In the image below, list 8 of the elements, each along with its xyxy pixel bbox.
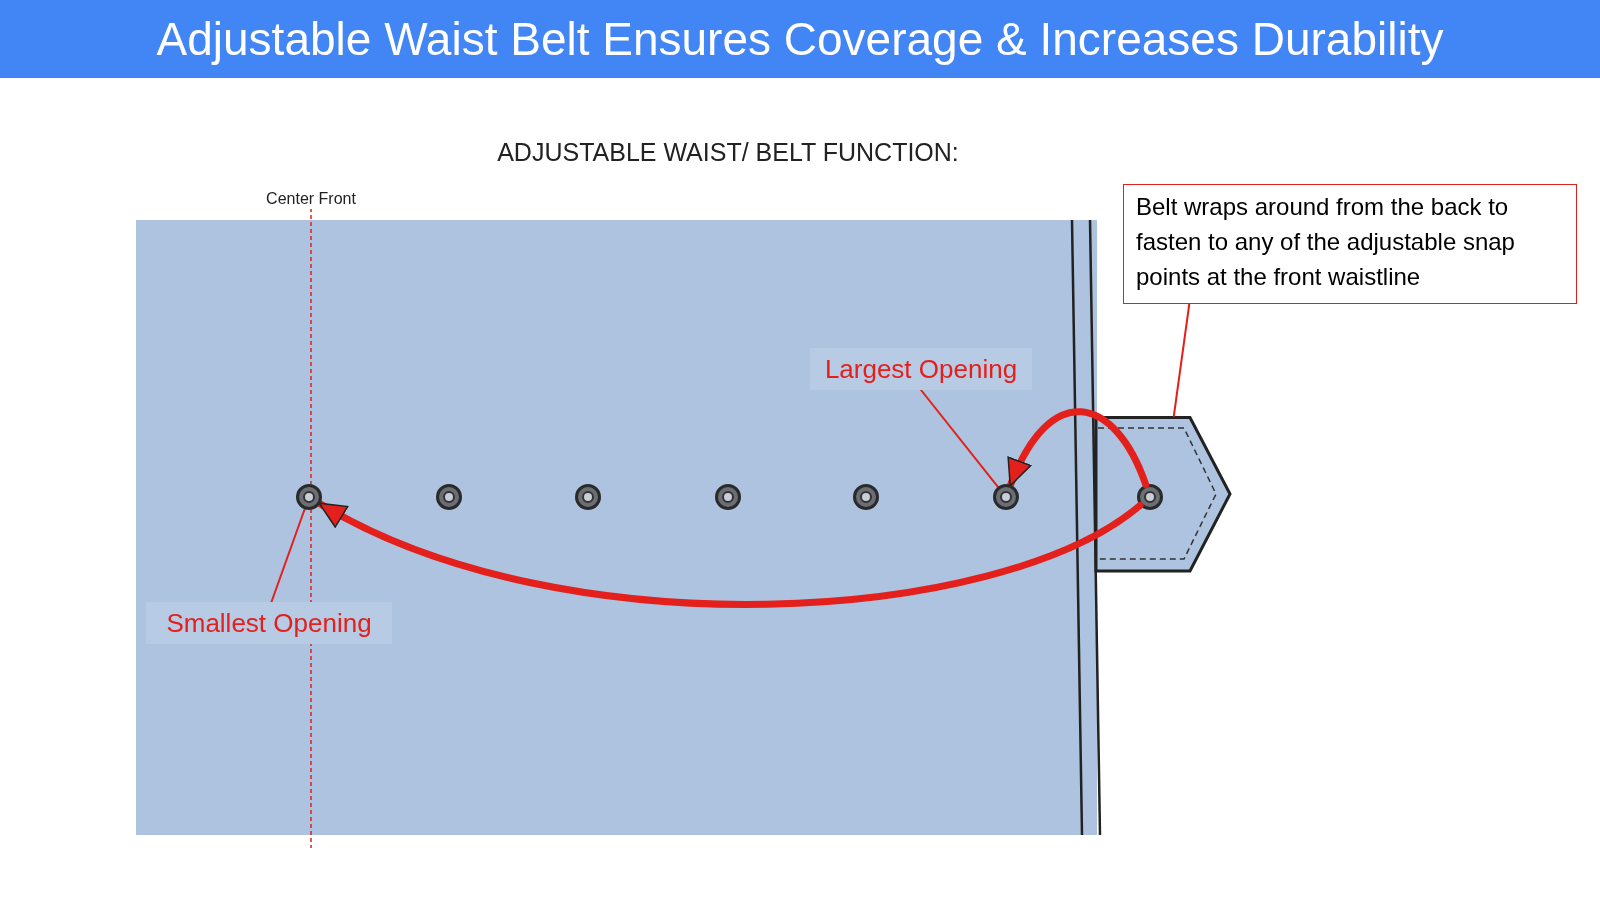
title-bar: Adjustable Waist Belt Ensures Coverage & Increases Durability xyxy=(0,0,1600,78)
curved-arrow xyxy=(1007,408,1150,489)
diagram-heading: ADJUSTABLE WAIST/ BELT FUNCTION: xyxy=(496,137,960,168)
callout-box: Belt wraps around from the back to fasten to any of the adjustable snap points at the front waistline xyxy=(1123,184,1577,304)
callout-label: Smallest Opening xyxy=(146,602,392,644)
leader-line xyxy=(1172,303,1191,417)
callout-label: Largest Opening xyxy=(810,348,1032,390)
leader-line xyxy=(270,508,306,603)
